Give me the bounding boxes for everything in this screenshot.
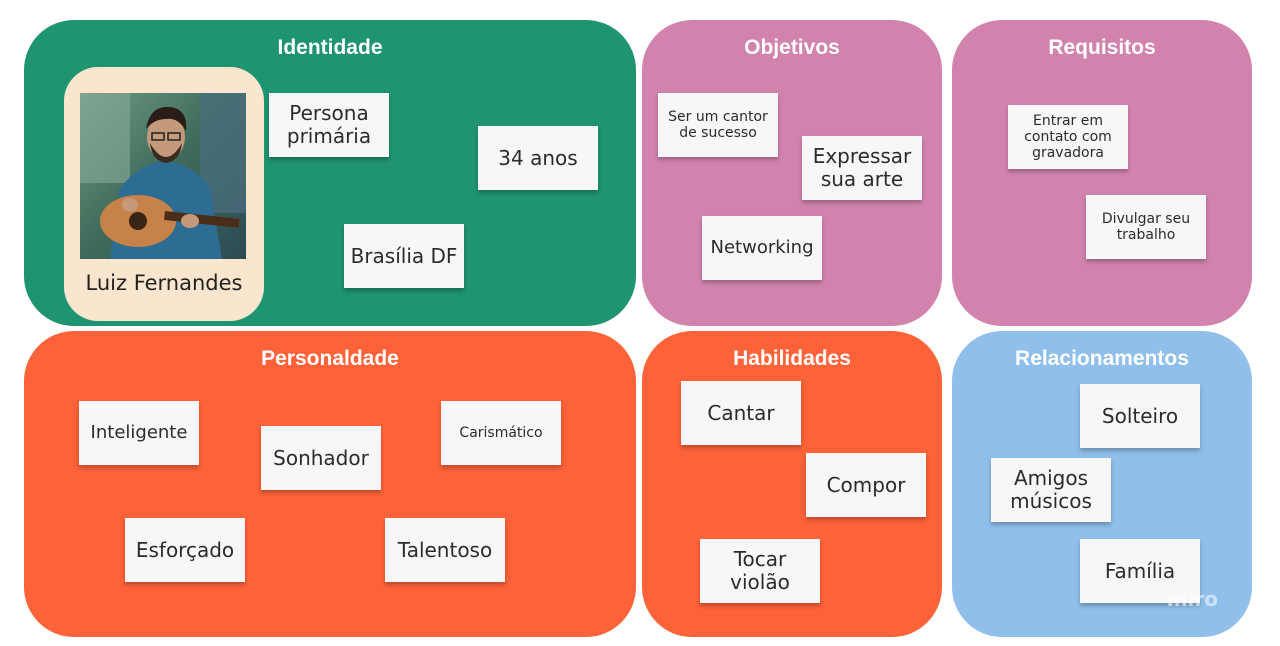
persona-name: Luiz Fernandes [85, 271, 243, 295]
panel-objetivos: Objetivos Ser um cantor de sucesso Expre… [642, 20, 942, 326]
note-objetivo-expressar[interactable]: Expressar sua arte [802, 136, 922, 200]
note-carismatico[interactable]: Carismático [441, 401, 561, 465]
panel-title-habilidades: Habilidades [733, 347, 851, 370]
persona-card[interactable]: Luiz Fernandes [64, 67, 264, 321]
note-compor[interactable]: Compor [806, 453, 926, 517]
panel-title-identidade: Identidade [277, 36, 383, 59]
panel-personalidade: Personaldade Inteligente Sonhador Carism… [24, 331, 636, 637]
note-solteiro[interactable]: Solteiro [1080, 384, 1200, 448]
panel-title-personalidade: Personaldade [261, 347, 399, 370]
note-cantar[interactable]: Cantar [681, 381, 801, 445]
note-idade[interactable]: 34 anos [478, 126, 598, 190]
note-cidade[interactable]: Brasília DF [344, 224, 464, 288]
guitarist-photo-icon [80, 93, 246, 259]
panel-title-objetivos: Objetivos [744, 36, 840, 59]
note-objetivo-cantor[interactable]: Ser um cantor de sucesso [658, 93, 778, 157]
panel-requisitos: Requisitos Entrar em contato com gravado… [952, 20, 1252, 326]
note-esforcado[interactable]: Esforçado [125, 518, 245, 582]
note-requisito-divulgar[interactable]: Divulgar seu trabalho [1086, 195, 1206, 259]
note-familia[interactable]: Família [1080, 539, 1200, 603]
note-talentoso[interactable]: Talentoso [385, 518, 505, 582]
panel-title-requisitos: Requisitos [1048, 36, 1156, 59]
panel-relacionamentos: Relacionamentos Solteiro Amigos músicos … [952, 331, 1252, 637]
note-objetivo-networking[interactable]: Networking [702, 216, 822, 280]
panel-title-relacionamentos: Relacionamentos [1015, 347, 1189, 370]
panel-identidade: Identidade [24, 20, 636, 326]
note-requisito-gravadora[interactable]: Entrar em contato com gravadora [1008, 105, 1128, 169]
note-inteligente[interactable]: Inteligente [79, 401, 199, 465]
miro-watermark: miro [1166, 587, 1218, 611]
note-amigos-musicos[interactable]: Amigos músicos [991, 458, 1111, 522]
note-sonhador[interactable]: Sonhador [261, 426, 381, 490]
note-persona-primaria[interactable]: Persona primária [269, 93, 389, 157]
persona-photo[interactable] [80, 93, 246, 259]
panel-habilidades: Habilidades Cantar Compor Tocar violão [642, 331, 942, 637]
note-tocar-violao[interactable]: Tocar violão [700, 539, 820, 603]
